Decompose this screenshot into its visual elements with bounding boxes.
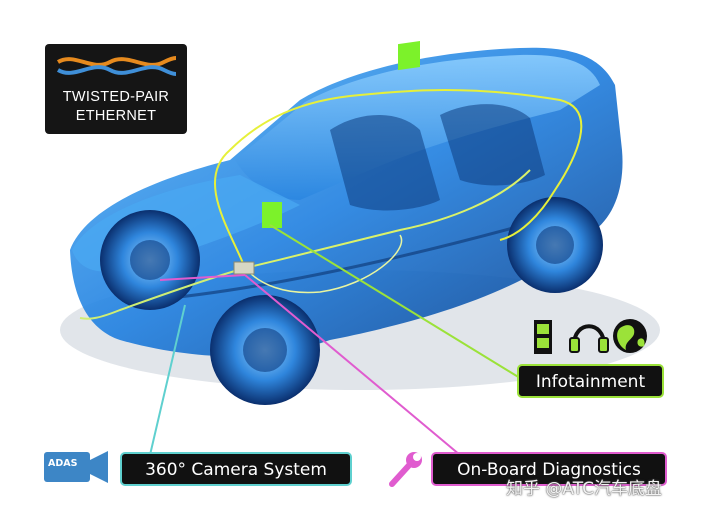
camera-icon (44, 451, 108, 483)
car-seats (330, 104, 545, 211)
ethernet-wire-lower (244, 234, 403, 294)
wrench-icon (389, 452, 422, 487)
camera-leader-line (149, 304, 186, 456)
headphones-icon (569, 324, 609, 353)
logo-line-1: TWISTED-PAIR (62, 89, 170, 105)
watermark: 知乎 @ATC汽车底盘 (506, 479, 662, 499)
infotainment-label: Infotainment (517, 364, 664, 398)
diagnostics-label: On-Board Diagnostics (431, 452, 667, 486)
film-strip-icon (534, 320, 552, 354)
ecu-module-front (262, 202, 282, 228)
camera-system-label: 360° Camera System (120, 452, 352, 486)
adas-badge-text: ADAS (48, 458, 78, 469)
ecu-module-rear (398, 40, 420, 71)
infotainment-leader-line (269, 224, 521, 379)
globe-icon (613, 319, 647, 353)
car-side-line (149, 213, 561, 302)
car-roof-glass (235, 54, 600, 201)
ethernet-wire-main (213, 89, 583, 269)
diagnostics-connector-line (159, 274, 246, 281)
ethernet-switch-icon (233, 261, 255, 275)
ethernet-wire-rear (244, 169, 531, 269)
logo-line-2: ETHERNET (75, 108, 157, 124)
diagnostics-leader-line (244, 274, 461, 456)
